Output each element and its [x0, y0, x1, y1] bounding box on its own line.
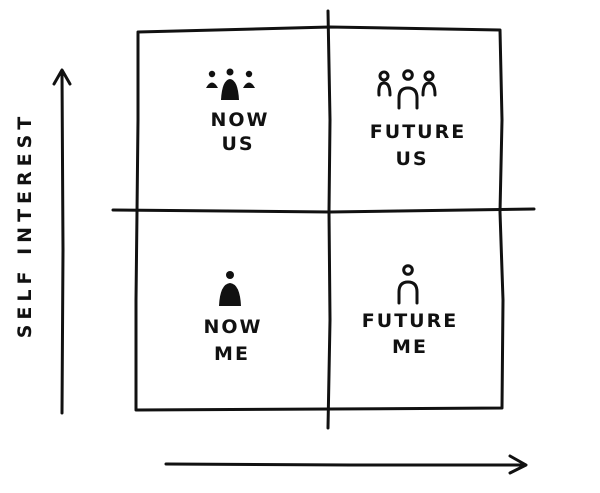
vertical-divider: [326, 9, 332, 430]
person-solid-icon: [219, 271, 241, 306]
y-axis-arrow: [52, 68, 72, 415]
quadrant-bottom-right-line2: ME: [392, 336, 428, 358]
quadrant-top-right-line1: FUTURE: [370, 121, 466, 143]
group-outline-icon: [377, 69, 437, 110]
quadrant-bottom-right-line1: FUTURE: [362, 310, 458, 332]
quadrant-top-left-line2: US: [221, 133, 254, 155]
x-axis-arrow: [164, 454, 528, 475]
quadrant-top-left-line1: NOW: [210, 109, 269, 131]
horizontal-divider: [111, 207, 536, 214]
quadrant-top-right-line2: US: [395, 148, 428, 170]
person-outline-icon: [397, 264, 419, 305]
y-axis-label: SELF INTEREST: [14, 112, 36, 339]
quadrant-bottom-left-line1: NOW: [203, 316, 262, 338]
quadrant-box: [134, 25, 505, 412]
quadrant-bottom-left-line2: ME: [214, 343, 250, 365]
group-solid-icon: [206, 68, 255, 100]
